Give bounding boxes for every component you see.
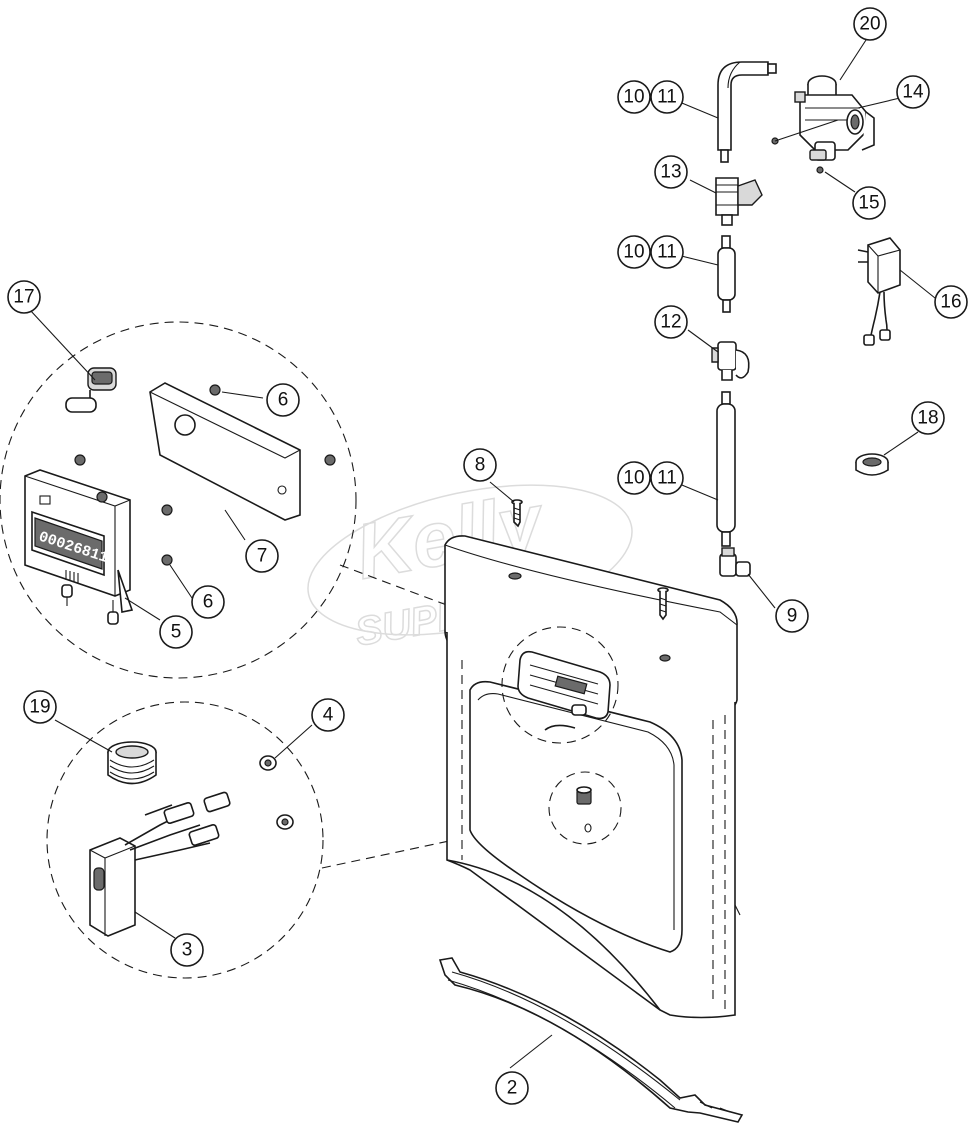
callout-16-label: 16 bbox=[940, 292, 961, 313]
callout-11-mid-label: 11 bbox=[657, 242, 677, 263]
part-17-elbow-fitting bbox=[65, 367, 117, 413]
callout-4-label: 4 bbox=[323, 705, 334, 726]
part-2-drain-rail bbox=[438, 957, 744, 1123]
callout-2-label: 2 bbox=[507, 1078, 518, 1099]
callout-20: 20 bbox=[853, 7, 887, 41]
callout-17: 17 bbox=[7, 280, 41, 314]
part-16-power-adapter bbox=[857, 237, 901, 346]
detail-circle-sensor bbox=[46, 701, 324, 979]
callout-6b: 6 bbox=[191, 585, 225, 619]
callout-7-label: 7 bbox=[257, 546, 268, 567]
part-18-bushing-ring bbox=[855, 453, 889, 476]
tube-middle bbox=[717, 235, 736, 313]
callout-10-top: 10 bbox=[617, 80, 651, 114]
callout-12-label: 12 bbox=[660, 312, 681, 333]
detail-circle-display bbox=[0, 321, 357, 679]
detail-circle-sensor-window bbox=[548, 771, 622, 845]
callout-16: 16 bbox=[934, 285, 968, 319]
screw-side-right bbox=[324, 454, 336, 466]
part-7-bracket-plate bbox=[149, 382, 301, 521]
callout-14: 14 bbox=[896, 75, 930, 109]
part-9-elbow bbox=[719, 547, 751, 577]
callout-18: 18 bbox=[911, 401, 945, 435]
leader-lines bbox=[29, 39, 936, 1069]
callout-9: 9 bbox=[775, 599, 809, 633]
callout-11-top: 11 bbox=[650, 80, 684, 114]
callout-12: 12 bbox=[654, 305, 688, 339]
callout-8-label: 8 bbox=[475, 455, 486, 476]
callout-13: 13 bbox=[654, 155, 688, 189]
callout-10-bottom: 10 bbox=[617, 461, 651, 495]
callout-6a-label: 6 bbox=[278, 390, 289, 411]
screw-right-top bbox=[657, 587, 669, 621]
part-4-grommet bbox=[259, 755, 294, 830]
callout-3: 3 bbox=[170, 933, 204, 967]
callout-7: 7 bbox=[245, 539, 279, 573]
callout-10-mid-label: 10 bbox=[623, 242, 644, 263]
screws-display-board bbox=[74, 454, 173, 566]
callout-18-label: 18 bbox=[917, 408, 938, 429]
callout-8: 8 bbox=[463, 448, 497, 482]
callout-11-bottom: 11 bbox=[650, 461, 684, 495]
callout-13-label: 13 bbox=[660, 162, 681, 183]
callout-5: 5 bbox=[159, 615, 193, 649]
callout-17-label: 17 bbox=[13, 287, 34, 308]
callout-11-mid: 11 bbox=[650, 235, 684, 269]
callout-6b-label: 6 bbox=[203, 592, 214, 613]
callout-6a: 6 bbox=[266, 383, 300, 417]
screw-6-top bbox=[209, 384, 221, 396]
tube-lower-long bbox=[716, 391, 736, 547]
callout-2: 2 bbox=[495, 1071, 529, 1105]
callout-20-label: 20 bbox=[859, 14, 880, 35]
tube-upper-elbow bbox=[717, 61, 777, 163]
callout-15: 15 bbox=[852, 186, 886, 220]
detail-leader-lower bbox=[321, 819, 549, 869]
callout-11-top-label: 11 bbox=[657, 87, 677, 108]
callout-19: 19 bbox=[23, 690, 57, 724]
part-5-display-board: 00026811 bbox=[24, 469, 134, 625]
callout-10-top-label: 10 bbox=[623, 87, 644, 108]
cabinet-front-panel bbox=[444, 535, 741, 1019]
detail-circle-badge bbox=[501, 626, 619, 744]
callout-9-label: 9 bbox=[787, 606, 798, 627]
part-13-strainer bbox=[715, 177, 763, 226]
callout-5-label: 5 bbox=[171, 622, 182, 643]
callout-14-label: 14 bbox=[902, 82, 924, 103]
callout-19-label: 19 bbox=[29, 697, 50, 718]
callout-11-bottom-label: 11 bbox=[657, 468, 677, 489]
part-19-bushing bbox=[107, 741, 157, 785]
callout-3-label: 3 bbox=[182, 940, 193, 961]
part-15-screw-small bbox=[816, 166, 824, 174]
part-8-screw bbox=[511, 499, 523, 528]
callout-4: 4 bbox=[311, 698, 345, 732]
part-12-stop-valve bbox=[711, 341, 750, 381]
part-20-solenoid-valve bbox=[794, 75, 875, 161]
callout-10-mid: 10 bbox=[617, 235, 651, 269]
callout-10-bottom-label: 10 bbox=[623, 468, 644, 489]
callout-15-label: 15 bbox=[858, 193, 879, 214]
part-3-sensor-module bbox=[89, 791, 231, 937]
